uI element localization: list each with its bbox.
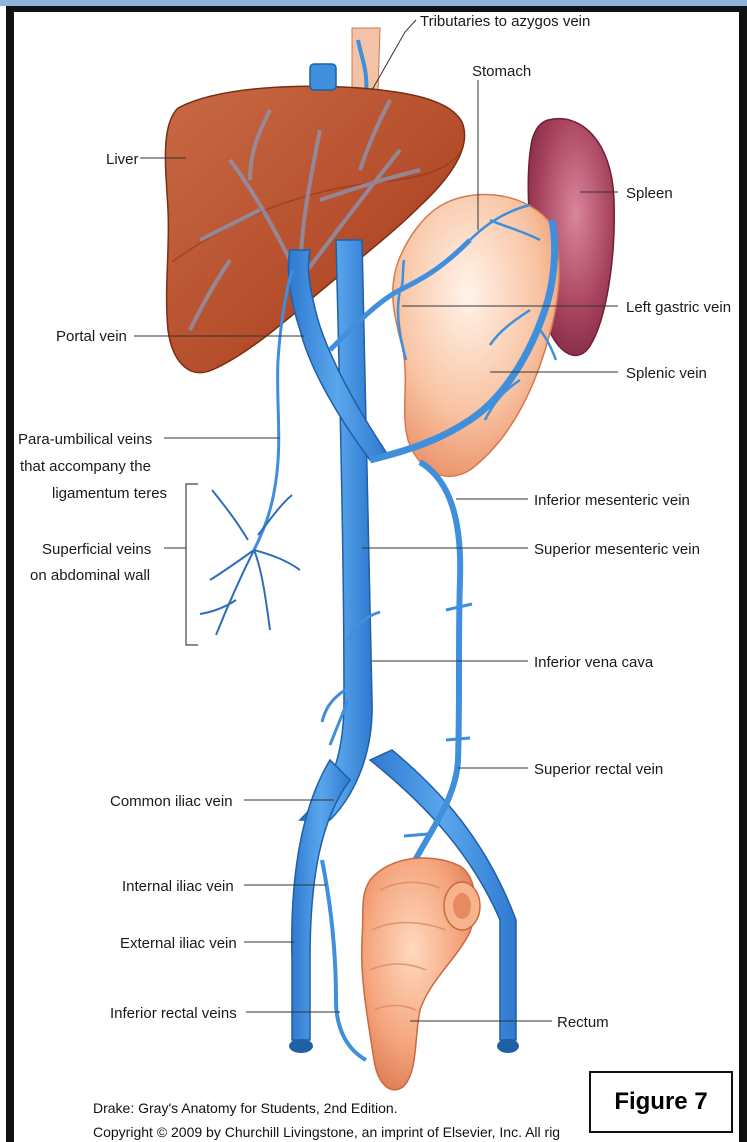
label-left-gastric: Left gastric vein xyxy=(626,299,731,316)
label-portal: Portal vein xyxy=(56,328,127,345)
credit-line-2: Copyright © 2009 by Churchill Livingston… xyxy=(93,1124,560,1140)
label-superficial-2: on abdominal wall xyxy=(30,567,150,584)
label-splenic: Splenic vein xyxy=(626,365,707,382)
label-liver: Liver xyxy=(106,151,139,168)
label-para-umbilical-1: Para-umbilical veins xyxy=(18,431,152,448)
right-iliac-end xyxy=(497,1039,519,1053)
label-stomach: Stomach xyxy=(472,63,531,80)
credit-line-1: Drake: Gray's Anatomy for Students, 2nd … xyxy=(93,1100,398,1116)
label-superior-rectal: Superior rectal vein xyxy=(534,761,663,778)
external-iliac-end xyxy=(289,1039,313,1053)
internal-iliac-vein xyxy=(322,860,366,1060)
rectum-lumen xyxy=(453,893,471,919)
label-para-umbilical-3: ligamentum teres xyxy=(52,485,167,502)
superficial-veins xyxy=(200,490,300,635)
label-ivc: Inferior vena cava xyxy=(534,654,654,671)
ivc-top xyxy=(310,64,336,90)
label-superficial-1: Superficial veins xyxy=(42,541,151,558)
label-inferior-rectal: Inferior rectal veins xyxy=(110,1005,237,1022)
label-tributaries: Tributaries to azygos vein xyxy=(420,13,590,30)
label-spleen: Spleen xyxy=(626,185,673,202)
azygos-tributaries xyxy=(352,28,380,95)
figure-label-box: Figure 7 xyxy=(589,1071,733,1133)
label-internal-iliac: Internal iliac vein xyxy=(122,878,234,895)
label-superior-mesenteric: Superior mesenteric vein xyxy=(534,541,700,558)
superficial-veins-bracket xyxy=(186,484,198,645)
label-common-iliac: Common iliac vein xyxy=(110,793,233,810)
label-para-umbilical-2: that accompany the xyxy=(20,458,151,475)
label-inferior-mesenteric: Inferior mesenteric vein xyxy=(534,492,690,509)
label-external-iliac: External iliac vein xyxy=(120,935,237,952)
label-rectum: Rectum xyxy=(557,1014,609,1031)
